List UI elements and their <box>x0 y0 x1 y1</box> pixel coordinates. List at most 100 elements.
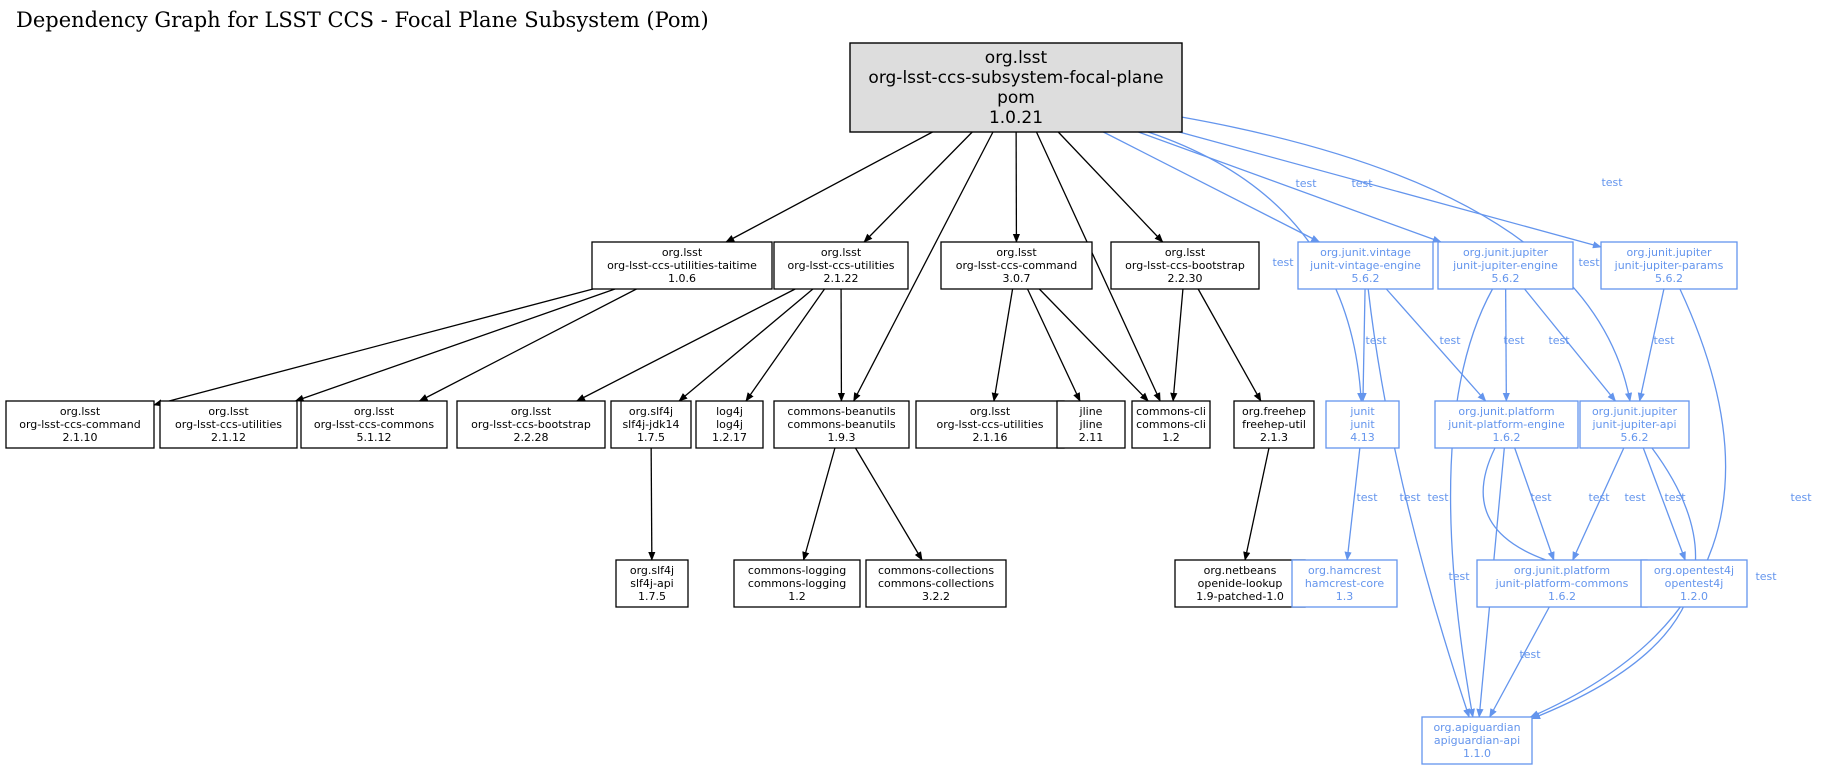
dependency-edge-jupiter_params-to-apiguardian <box>1529 288 1727 718</box>
dependency-edge-slf4j_jdk14-to-slf4j_api <box>648 447 656 561</box>
node-label-line: commons-logging <box>748 577 846 590</box>
node-box <box>1325 400 1400 449</box>
node-label-line: 2.2.30 <box>1168 272 1203 285</box>
node-box <box>591 241 773 290</box>
node-label-line: org.junit.jupiter <box>1463 246 1549 259</box>
node-label-line: org-lsst-ccs-commons <box>314 418 435 431</box>
node-label-line: org.lsst <box>662 246 703 259</box>
node-box <box>1434 400 1579 449</box>
node-label-line: 1.1.0 <box>1463 747 1491 760</box>
edge-scope-label: test <box>1439 334 1461 347</box>
node-box <box>1476 559 1648 608</box>
node-label-line: org-lsst-ccs-bootstrap <box>1125 259 1245 272</box>
dependency-edge-beanutils-to-commons_logging <box>802 447 836 561</box>
node-label-line: 1.0.6 <box>668 272 696 285</box>
node-box <box>1291 559 1398 608</box>
node-utilities_taitime: org.lsstorg-lsst-ccs-utilities-taitime1.… <box>591 241 773 290</box>
node-label-line: 1.6.2 <box>1548 590 1576 603</box>
edge-scope-label: test <box>1365 334 1387 347</box>
node-label-line: jline <box>1079 405 1103 418</box>
edge-scope-label: test <box>1530 491 1552 504</box>
node-label-line: org-lsst-ccs-utilities <box>937 418 1044 431</box>
node-label-line: 2.1.16 <box>973 431 1008 444</box>
node-box <box>1579 400 1690 449</box>
edge-scope-label: test <box>1272 256 1294 269</box>
node-box <box>610 400 692 449</box>
node-box <box>1297 241 1434 290</box>
edge-scope-label: test <box>1664 491 1686 504</box>
node-box <box>1233 400 1315 449</box>
node-box <box>849 42 1183 133</box>
node-label-line: 1.2.0 <box>1680 590 1708 603</box>
node-label-line: commons-cli <box>1136 418 1206 431</box>
dependency-edge-junit-to-hamcrest <box>1344 447 1361 561</box>
dependency-edge-platform_engine-to-opentest4j <box>1482 447 1642 582</box>
node-label-line: org-lsst-ccs-bootstrap <box>471 418 591 431</box>
node-label-line: 5.6.2 <box>1655 272 1683 285</box>
node-box <box>5 400 155 449</box>
node-label-line: junit-jupiter-api <box>1591 418 1676 431</box>
dependency-edge-jupiter_engine-to-apiguardian <box>1449 288 1494 718</box>
node-label-line: jline <box>1079 418 1103 431</box>
dependency-edge-jupiter_engine-to-platform_engine <box>1502 288 1510 402</box>
node-label-line: 5.1.12 <box>357 431 392 444</box>
node-label-line: org-lsst-ccs-command <box>956 259 1078 272</box>
node-box <box>865 559 1007 608</box>
edge-scope-label: test <box>1601 176 1623 189</box>
node-label-line: org.slf4j <box>629 405 673 418</box>
node-label-line: 5.6.2 <box>1492 272 1520 285</box>
node-label-line: 3.0.7 <box>1003 272 1031 285</box>
dependency-edge-root-to-jupiter_api <box>1181 116 1633 402</box>
dependency-edge-jupiter_api-to-platform_commons <box>1572 447 1625 561</box>
node-label-line: 1.6.2 <box>1493 431 1521 444</box>
node-label-line: org.lsst <box>985 48 1048 68</box>
node-label-line: org.junit.platform <box>1514 564 1610 577</box>
node-box <box>773 400 910 449</box>
node-label-line: org.lsst <box>996 246 1037 259</box>
node-box <box>773 241 909 290</box>
dependency-edge-utilities_taitime-to-command_2110 <box>153 288 594 407</box>
node-label-line: hamcrest-core <box>1305 577 1385 590</box>
node-label-line: 1.3 <box>1336 590 1354 603</box>
node-label-line: 1.7.5 <box>637 431 665 444</box>
node-label-line: junit <box>1349 418 1375 431</box>
node-label-line: 2.11 <box>1079 431 1104 444</box>
edge-scope-label: test <box>1548 334 1570 347</box>
node-label-line: org.apiguardian <box>1433 721 1520 734</box>
node-box <box>300 400 448 449</box>
node-box <box>615 559 689 608</box>
node-label-line: 3.2.2 <box>922 590 950 603</box>
node-label-line: org.junit.jupiter <box>1592 405 1678 418</box>
node-label-line: org-lsst-ccs-command <box>19 418 141 431</box>
node-label-line: org.lsst <box>1165 246 1206 259</box>
dependency-edge-platform_commons-to-apiguardian <box>1489 606 1550 718</box>
node-label-line: org.junit.vintage <box>1320 246 1411 259</box>
node-label-line: org.netbeans <box>1204 564 1277 577</box>
node-label-line: org.lsst <box>60 405 101 418</box>
node-label-line: 1.2.17 <box>712 431 747 444</box>
edge-scope-label: test <box>1448 570 1470 583</box>
node-label-line: junit <box>1349 405 1375 418</box>
node-label-line: freehep-util <box>1242 418 1306 431</box>
node-label-line: 1.2 <box>1162 431 1180 444</box>
dependency-edge-vintage_engine-to-apiguardian <box>1367 288 1470 718</box>
edge-scope-label: test <box>1356 491 1378 504</box>
node-label-line: org-lsst-ccs-utilities <box>788 259 895 272</box>
dependency-edge-root-to-beanutils <box>853 131 994 402</box>
dependency-edge-vintage_engine-to-junit <box>1359 288 1367 402</box>
node-label-line: commons-beanutils <box>787 405 895 418</box>
edge-scope-label: test <box>1519 648 1541 661</box>
node-box <box>1131 400 1211 449</box>
node-box <box>940 241 1093 290</box>
node-label-line: 1.9.3 <box>828 431 856 444</box>
node-label-line: junit-jupiter-params <box>1614 259 1724 272</box>
